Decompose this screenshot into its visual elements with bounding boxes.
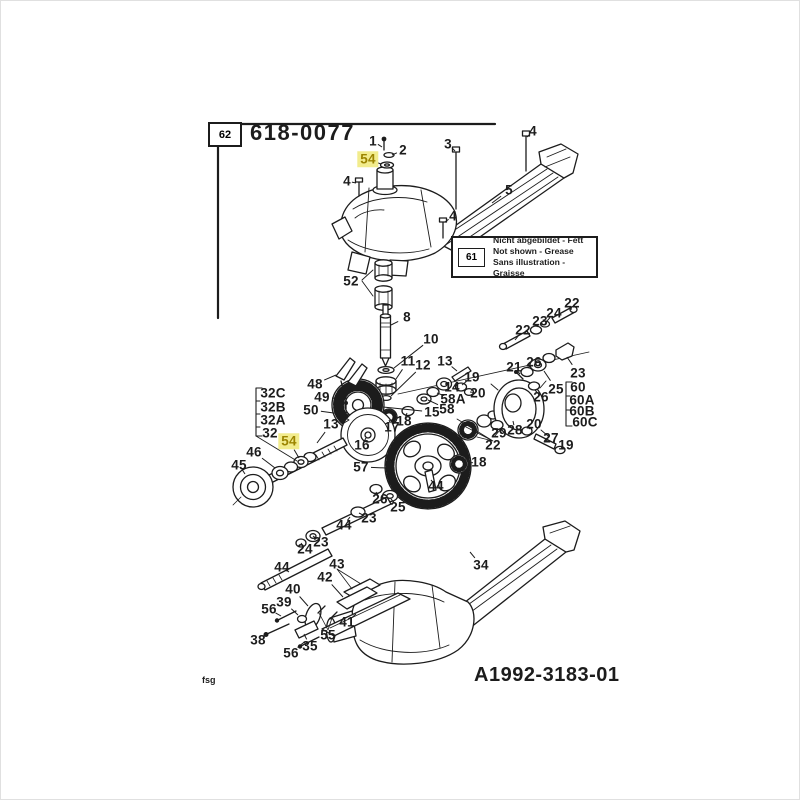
- grease-note-box: 61 Nicht abgebildet - Fett Not shown - G…: [451, 235, 598, 279]
- part-callout: 44: [336, 517, 352, 533]
- part-callout: 60: [570, 379, 586, 395]
- part-callout: 2: [399, 142, 407, 158]
- part-callout: 49: [314, 389, 330, 405]
- part-callout: 46: [246, 444, 262, 460]
- part-callout: 50: [303, 402, 319, 418]
- part-callout: 23: [532, 313, 548, 329]
- part-callout: 22: [515, 322, 531, 338]
- part-callout: 23: [313, 534, 329, 550]
- part-callout: 60A: [569, 392, 595, 408]
- part-callout: 41: [339, 614, 355, 630]
- part-callout: 54: [278, 433, 300, 449]
- part-callout: 8: [403, 309, 411, 325]
- footer-code: fsg: [202, 675, 216, 685]
- part-number-title: 618-0077: [250, 120, 355, 145]
- part-callout: 56: [261, 601, 277, 617]
- part-callout: 55: [320, 627, 336, 643]
- note-line-de: Nicht abgebildet - Fett: [493, 235, 584, 245]
- note-line-en: Not shown - Grease: [493, 246, 574, 256]
- part-callout: 3: [444, 136, 452, 152]
- part-callout: 5: [505, 182, 513, 198]
- sheet-ref-box: 62: [208, 122, 242, 147]
- part-callout: 29: [491, 425, 507, 441]
- part-callout: 38: [250, 632, 266, 648]
- part-callout: 40: [285, 581, 301, 597]
- part-callout: 35: [302, 638, 318, 654]
- part-callout: 18: [396, 413, 412, 429]
- part-callout: 22: [564, 295, 580, 311]
- part-callout: 23: [570, 365, 586, 381]
- part-callout: 10: [423, 331, 439, 347]
- part-callout: 18: [471, 454, 487, 470]
- part-callout: 24: [546, 305, 562, 321]
- part-callout: 25: [548, 381, 564, 397]
- note-line-fr: Sans illustration - Graisse: [493, 257, 566, 278]
- part-callout: 22: [485, 437, 501, 453]
- part-callout: 43: [329, 556, 345, 572]
- part-callout: 52: [343, 273, 359, 289]
- part-callout: 28: [507, 422, 523, 438]
- part-callout: 26: [526, 354, 542, 370]
- note-ref-box: 61: [458, 247, 485, 267]
- part-callout: 32B: [260, 399, 286, 415]
- part-callout: 56: [283, 645, 299, 661]
- part-callout: 39: [276, 594, 292, 610]
- part-callout: 20: [526, 416, 542, 432]
- part-callout: 19: [464, 369, 480, 385]
- part-callout: 4: [449, 208, 457, 224]
- part-callout: 12: [415, 357, 431, 373]
- part-callout: 32C: [260, 385, 286, 401]
- part-callout: 48: [307, 376, 323, 392]
- part-callout: 54: [357, 151, 379, 167]
- part-callout: 57: [353, 459, 369, 475]
- part-callout: 58A: [440, 391, 466, 407]
- note-text: Nicht abgebildet - Fett Not shown - Grea…: [493, 235, 591, 279]
- part-callout: 25: [390, 499, 406, 515]
- part-callout: 42: [317, 569, 333, 585]
- sheet-ref: 62: [218, 128, 232, 141]
- part-callout: 23: [361, 510, 377, 526]
- part-callout: 11: [400, 353, 416, 369]
- part-callout: 27: [543, 430, 559, 446]
- part-callout: 20: [470, 385, 486, 401]
- part-callout: 58: [439, 401, 455, 417]
- part-callout: 13: [323, 416, 339, 432]
- part-callout: 26: [372, 491, 388, 507]
- part-callout: 16: [354, 437, 370, 453]
- part-callout: 4: [529, 123, 537, 139]
- part-callout: 21: [506, 359, 522, 375]
- part-callout: 14: [444, 379, 460, 395]
- part-callout: 32: [262, 425, 278, 441]
- part-callout: 17: [384, 419, 400, 435]
- part-callout: 34: [473, 557, 489, 573]
- part-callout: 60B: [569, 403, 595, 419]
- part-callout: 45: [231, 457, 247, 473]
- part-callout: 44: [428, 478, 444, 494]
- part-callout: 60C: [572, 414, 598, 430]
- part-callout: 13: [437, 353, 453, 369]
- part-callout: 32A: [260, 412, 286, 428]
- part-callout: 15: [424, 404, 440, 420]
- part-callout: 1: [369, 133, 377, 149]
- part-callout: 26: [533, 389, 549, 405]
- part-callout: 44: [274, 559, 290, 575]
- part-callout: 19: [558, 437, 574, 453]
- part-callout: 4: [343, 173, 351, 189]
- part-callout: 24: [297, 541, 313, 557]
- drawing-number: A1992-3183-01: [474, 664, 620, 686]
